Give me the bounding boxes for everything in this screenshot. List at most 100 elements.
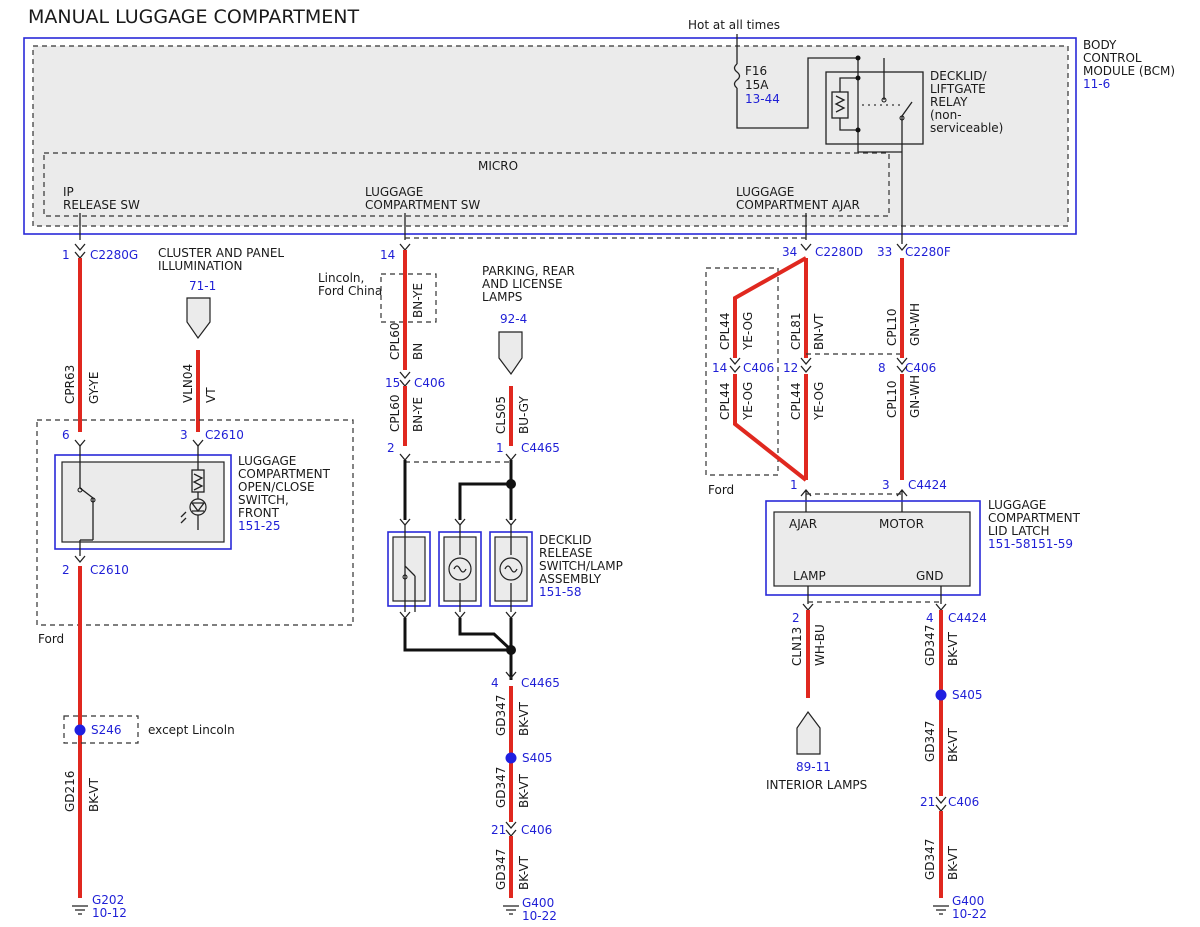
- connector-c4424-top: C4424: [908, 478, 947, 492]
- splice-s405-center: [505, 752, 517, 764]
- latch-outline: [765, 500, 981, 596]
- pin-c4424-4: 4: [926, 611, 934, 625]
- wire-cpl44-c-color: YE-OG: [812, 382, 826, 421]
- pin-c2610-3: 3: [180, 428, 188, 442]
- micro-label: MICRO: [478, 159, 518, 173]
- wire-cpl60-a-color: BN: [411, 343, 425, 360]
- lincoln-ford-china-note: Lincoln, Ford China: [318, 271, 382, 298]
- ground-g202-ref: 10-12: [92, 906, 127, 920]
- connector-c406-15: C406: [414, 376, 445, 390]
- wire-cpr63-color: GY-YE: [87, 372, 101, 404]
- pin-c406-8: 8: [878, 361, 886, 375]
- pin-c4465-1: 1: [496, 441, 504, 455]
- ground-g400-right-symbol: [933, 905, 949, 915]
- led-icon-symbol: [180, 492, 206, 530]
- pin-c2280f: 33: [877, 245, 892, 259]
- cluster-note: CLUSTER AND PANEL ILLUMINATION: [158, 246, 288, 273]
- pin-c4424-2: 2: [792, 611, 800, 625]
- pin-c2610-6: 6: [62, 428, 70, 442]
- bcm-inner: [32, 45, 1069, 227]
- wire-gd347-r1-circuit: GD347: [923, 625, 937, 666]
- latch-body: [773, 511, 971, 587]
- switch-front-pivot: [77, 487, 83, 493]
- latch-ajar-label: AJAR: [789, 517, 817, 531]
- pin-c4424-3: 3: [882, 478, 890, 492]
- connector-14-symbol: [399, 243, 411, 252]
- splice-s405-center-label: S405: [522, 751, 553, 765]
- relay-coil-winding: [834, 95, 846, 113]
- ground-g400-center-ref: 10-22: [522, 909, 557, 923]
- connector-c4424-4-symbol: [935, 586, 947, 612]
- pin-c4424-1: 1: [790, 478, 798, 492]
- splice-s246: [74, 724, 86, 736]
- interior-lamps-note: INTERIOR LAMPS: [766, 778, 867, 792]
- connector-c4465-bottom-symbol: [505, 671, 517, 680]
- latch-gnd-label: GND: [916, 569, 944, 583]
- decklid-junction-bottom: [506, 645, 516, 655]
- switch-front-ref: 151-25: [238, 519, 281, 533]
- wire-cpr63-circuit: CPR63: [63, 365, 77, 404]
- ford-region-2: [705, 267, 779, 476]
- except-lincoln-note: except Lincoln: [148, 723, 235, 737]
- ground-g400-right-ref: 10-22: [952, 907, 987, 921]
- decklid-feed-wires: [403, 460, 513, 520]
- pin-c2280d: 34: [782, 245, 797, 259]
- bcm-outline: [23, 37, 1077, 235]
- wire-gd347-r1-color: BK-VT: [946, 631, 960, 666]
- wire-gd347-c2-circuit: GD347: [494, 767, 508, 808]
- connector-c2280g: C2280G: [90, 248, 138, 262]
- bcm-label: BODY CONTROL MODULE (BCM): [1083, 38, 1175, 78]
- connector-c2280f-symbol: [896, 152, 908, 252]
- fuse-symbol: [733, 63, 741, 89]
- relay-box: [825, 71, 924, 145]
- decklid-switch-pivot: [402, 574, 408, 580]
- parking-ref: 92-4: [500, 312, 527, 326]
- splice-s246-label: S246: [91, 723, 122, 737]
- ground-g202-id: G202: [92, 893, 124, 907]
- decklid-assy-ref: 151-58: [539, 585, 582, 599]
- wire-gd347-c1-circuit: GD347: [494, 695, 508, 736]
- wire-cpl44-ford-branch: [733, 256, 808, 482]
- pin-c406-21b: 21: [920, 795, 935, 809]
- connector-c2280d-symbol: [800, 243, 812, 252]
- pin-14: 14: [380, 248, 395, 262]
- micro-box: [43, 152, 890, 217]
- connector-c406-21b: C406: [948, 795, 979, 809]
- relay-node-c: [855, 127, 861, 133]
- pin-c2610-2: 2: [62, 563, 70, 577]
- connector-c406-21a-symbol: [505, 821, 517, 838]
- splice-s405-right-label: S405: [952, 688, 983, 702]
- wire-cln13-color: WH-BU: [813, 624, 827, 666]
- micro-input-leads: [79, 213, 807, 240]
- connector-c2280g-symbol: [74, 243, 86, 260]
- bulb-icon: [499, 557, 523, 581]
- latch-ref: 151-58151-59: [988, 537, 1073, 551]
- relay-contact-pivot: [899, 115, 905, 121]
- wire-cpl60-top-color: BN-YE: [411, 283, 425, 318]
- pin-c406-15: 15: [385, 376, 400, 390]
- connector-c406-8-symbol: [896, 357, 908, 374]
- connector-c2280f: C2280F: [905, 245, 951, 259]
- relay-wiring: [839, 58, 902, 153]
- wire-gd216-color: BK-VT: [87, 777, 101, 812]
- decklid-switch-contact: [404, 525, 416, 612]
- connector-c2610-bottom-symbol: [74, 555, 86, 564]
- bulb-icon: [448, 557, 472, 581]
- ford-note-1: Ford: [38, 632, 64, 646]
- wire-cls05-color: BU-GY: [517, 396, 531, 434]
- wire-cpl10-a-color: GN-WH: [908, 303, 922, 346]
- connector-c2280d: C2280D: [815, 245, 863, 259]
- fuse-id: F16: [745, 64, 767, 78]
- decklid-junction-top: [506, 479, 516, 489]
- micro-input-lc-sw: LUGGAGE COMPARTMENT SW: [365, 185, 480, 212]
- fuse-ref: 13-44: [745, 92, 780, 106]
- pin-c406-12: 12: [783, 361, 798, 375]
- switch-front-outline: [54, 454, 232, 550]
- wire-gd216-circuit: GD216: [63, 771, 77, 812]
- wire-gd347-r2-circuit: GD347: [923, 721, 937, 762]
- wire-cpl60-b-circuit: CPL60: [388, 394, 402, 432]
- wire-cpl60-b-color: BN-YE: [411, 397, 425, 432]
- wire-cpl10-b-color: GN-WH: [908, 375, 922, 418]
- cluster-ref: 71-1: [189, 279, 216, 293]
